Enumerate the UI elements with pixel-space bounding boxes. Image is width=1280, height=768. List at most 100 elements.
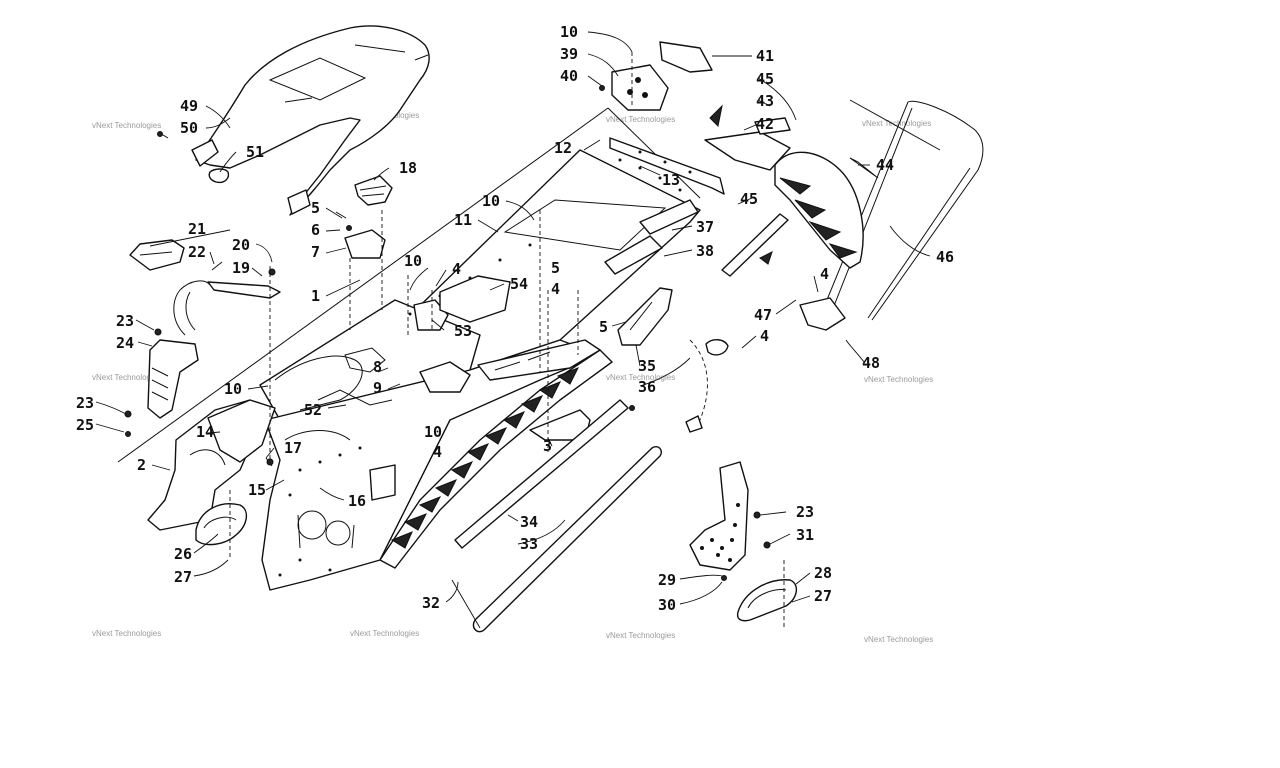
callout-30: 30 [658,596,676,614]
callout-10: 10 [560,23,578,41]
callout-35: 35 [638,357,656,375]
plate-7 [344,229,386,259]
watermark: vNext Technologies [862,119,931,128]
heel-plate [369,464,396,501]
callout-50: 50 [180,119,198,137]
watermark: vNext Technologies [350,629,419,638]
footrest-plate [689,461,749,571]
callout-39: 39 [560,45,578,63]
callout-5: 5 [311,199,320,217]
callout-53: 53 [454,322,472,340]
callout-48: 48 [862,354,880,372]
callout-23: 23 [116,312,134,330]
callout-36: 36 [638,378,656,396]
rear-bumper [799,99,984,331]
callout-3: 3 [543,437,552,455]
watermark: vNext Technologies [864,375,933,384]
callout-40: 40 [560,67,578,85]
callout-43: 43 [756,92,774,110]
rail-34 [454,399,629,549]
strap-36 [685,339,729,433]
panel-54 [439,275,511,323]
reflector-43 [754,117,791,135]
callout-51: 51 [246,143,264,161]
callout-12: 12 [554,139,572,157]
callout-23: 23 [76,394,94,412]
callout-27: 27 [174,568,192,586]
callout-9: 9 [373,379,382,397]
arrow-marker [759,251,773,265]
rail-33 [472,446,662,633]
leader-lines [95,31,931,630]
callout-52: 52 [304,401,322,419]
watermark: vNext Technologies [606,115,675,124]
callout-2: 2 [137,456,146,474]
callout-37: 37 [696,218,714,236]
callout-10: 10 [404,252,422,270]
heat-exchanger [317,389,393,406]
callout-22: 22 [188,243,206,261]
callout-4: 4 [760,327,769,345]
watermark: vNext Technologies [92,373,161,382]
watermark: vNext Technologies [92,121,161,130]
callout-45: 45 [756,70,774,88]
callout-11: 11 [454,211,472,229]
callout-6: 6 [311,221,320,239]
callout-10: 10 [424,423,442,441]
bracket-35 [617,287,673,346]
callout-18: 18 [399,159,417,177]
hitch-plate-41 [659,41,713,73]
steering-bracket [207,399,276,463]
watermark: vNext Technologies [864,635,933,644]
bracket-37 [639,199,699,235]
upper-side-rail [477,339,601,381]
callout-27: 27 [814,587,832,605]
callout-24: 24 [116,334,134,352]
callout-23: 23 [796,503,814,521]
decal-38 [604,235,663,275]
callout-34: 34 [520,513,538,531]
callout-49: 49 [180,97,198,115]
callout-labels: 1 2 3 4 4 4 4 4 5 5 5 6 7 8 9 10 10 10 1… [76,23,954,614]
callout-47: 47 [754,306,772,324]
callout-44: 44 [876,156,894,174]
intake-cone [354,175,393,206]
callout-26: 26 [174,545,192,563]
callout-14: 14 [196,423,214,441]
step-28 [736,579,797,622]
callout-31: 31 [796,526,814,544]
callout-13: 13 [662,171,680,189]
callout-10: 10 [482,192,500,210]
decal-44 [849,157,879,179]
callout-19: 19 [232,259,250,277]
running-board [379,349,613,569]
callout-20: 20 [232,236,250,254]
callout-33: 33 [520,535,538,553]
callout-4: 4 [551,280,560,298]
watermark: vNext Technologies [606,631,675,640]
callout-28: 28 [814,564,832,582]
callout-21: 21 [188,220,206,238]
callout-16: 16 [348,492,366,510]
callout-54: 54 [510,275,528,293]
callout-4: 4 [452,260,461,278]
callout-1: 1 [311,287,320,305]
front-bracket [147,339,199,419]
callout-10: 10 [224,380,242,398]
seat-part [191,25,430,216]
callout-5: 5 [599,318,608,336]
callout-38: 38 [696,242,714,260]
front-bumper-part [173,261,281,336]
callout-4: 4 [820,265,829,283]
tunnel-bracket-9 [419,361,471,393]
tail-light-housing [704,131,864,269]
step-cover [195,503,247,546]
trim-panel [129,239,185,271]
callout-25: 25 [76,416,94,434]
arrow-marker [709,104,723,128]
callout-45: 45 [740,190,758,208]
callout-17: 17 [284,439,302,457]
callout-5: 5 [551,259,560,277]
seat-fasteners [157,131,230,184]
